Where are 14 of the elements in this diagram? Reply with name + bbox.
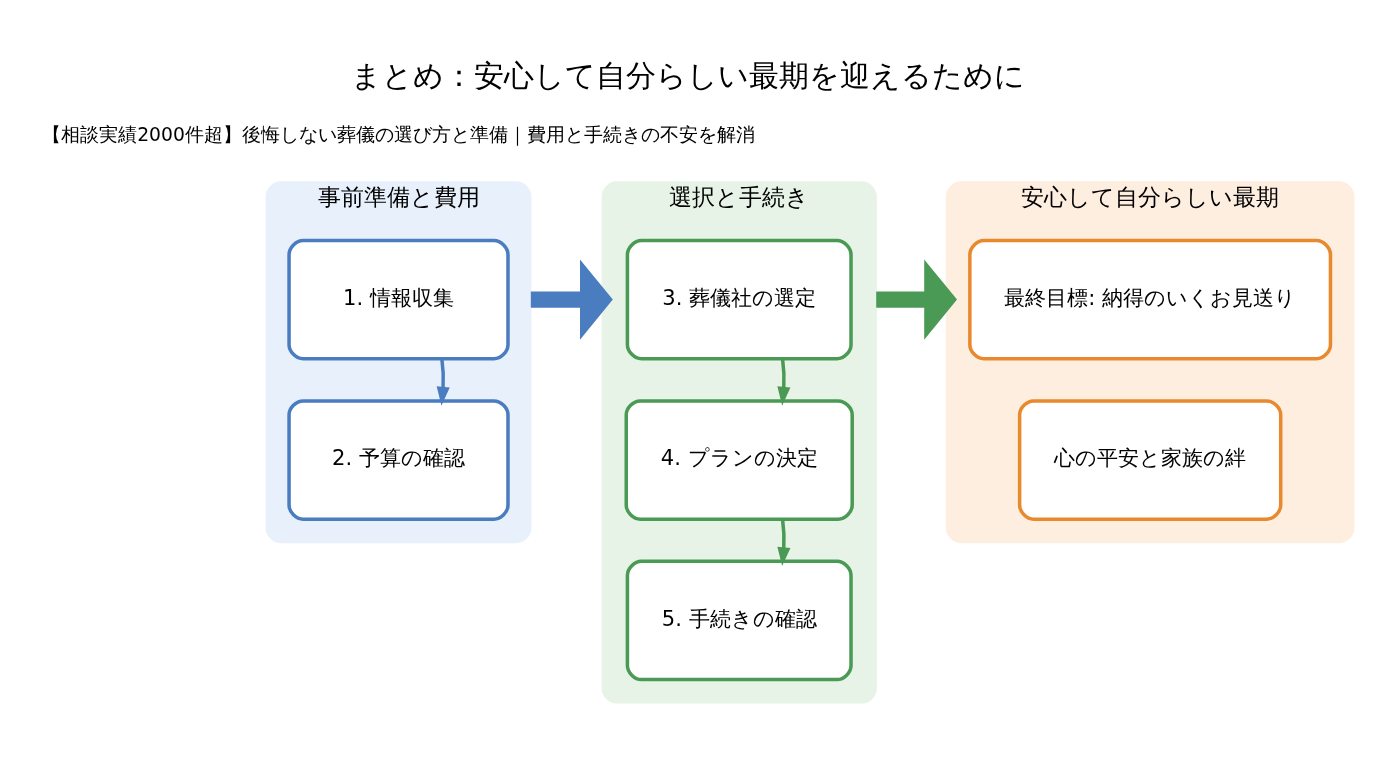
node-box: 3. 葬儀社の選定	[625, 238, 853, 360]
arrow	[436, 358, 450, 406]
diagram-title: まとめ：安心して自分らしい最期を迎えるために	[351, 57, 1025, 93]
arrow	[777, 358, 791, 406]
node-box: 5. 手続きの確認	[625, 559, 853, 681]
node-box: 4. プランの決定	[624, 398, 854, 521]
arrow	[876, 258, 958, 340]
arrow	[777, 518, 791, 566]
label: 【相談実績2000件超】後悔しない葬儀の選び方と準備｜費用と手続きの不安を解消	[42, 123, 755, 145]
node-box: 2. 予算の確認	[287, 398, 510, 521]
node-box: 心の平安と家族の絆	[1017, 398, 1283, 521]
arrow	[530, 258, 613, 340]
node-box: 1. 情報収集	[287, 238, 510, 360]
node-box: 最終目標: 納得のいくお見送り	[968, 238, 1333, 360]
